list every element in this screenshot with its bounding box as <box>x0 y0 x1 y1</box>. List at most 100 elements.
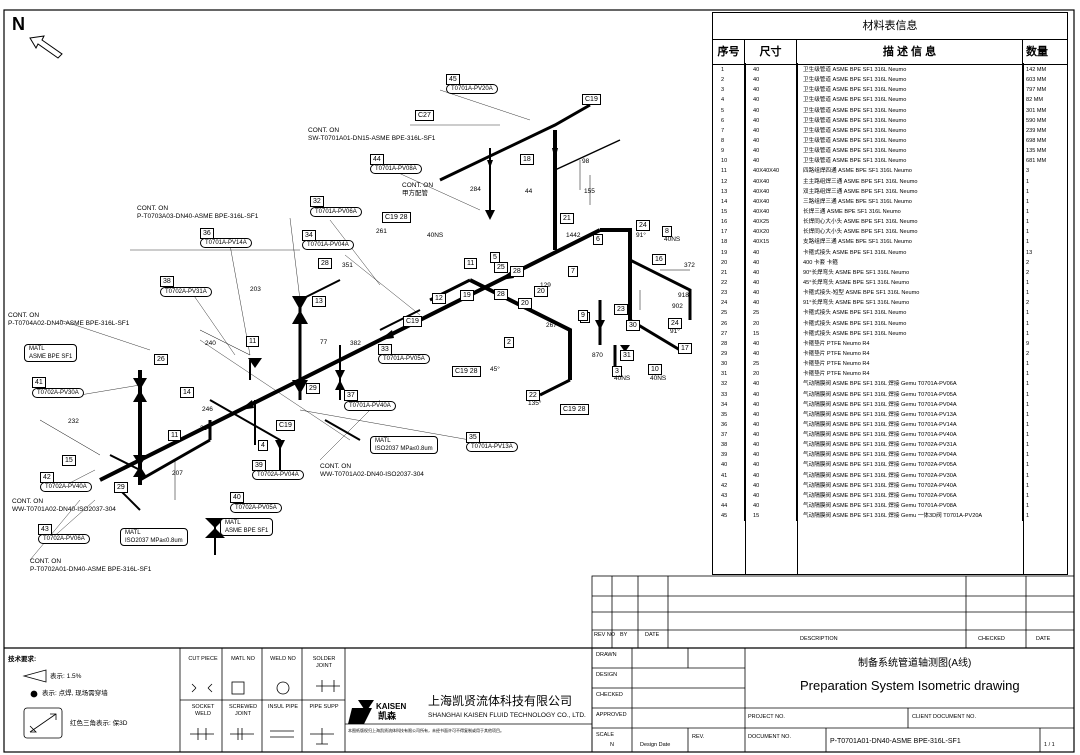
flow-arrows <box>240 148 558 410</box>
callout-23: 23 <box>614 304 628 315</box>
dim-261: 261 <box>376 228 387 235</box>
bom-cell-qty: 1 <box>1026 188 1030 195</box>
bom-cell-size: 40 <box>745 399 797 410</box>
callout-29-a: 29 <box>306 383 320 394</box>
callout-21: 21 <box>560 213 574 224</box>
bom-cell-size: 40 <box>745 156 797 167</box>
bom-cell-index: 31 <box>713 369 745 380</box>
bom-cell-qty: 1 <box>1026 513 1030 520</box>
bom-cell-size: 25 <box>745 308 797 319</box>
callout-13: 13 <box>312 296 326 307</box>
tb-scale-value: N <box>610 742 614 748</box>
callout-11-c: 11 <box>168 430 182 441</box>
bom-cell-index: 39 <box>713 450 745 461</box>
dim-267: 267 <box>546 322 557 329</box>
callout-28-a: 28 <box>510 266 524 277</box>
bom-cell-description: 卫生级管道 ASME BPE SF1 316L Neumo <box>797 105 1023 116</box>
callout-11-b: 11 <box>246 336 260 347</box>
tb-doc-no-label: DOCUMENT NO. <box>748 734 791 740</box>
tag-name-37: T0701A-PV40A <box>344 401 396 411</box>
dim-284: 284 <box>470 186 481 193</box>
tb-title-cn: 制备系统管道轴测图(A线) <box>858 658 972 669</box>
tb-design-date: Design Date <box>640 742 671 748</box>
bom-cell-qty: 1 <box>1026 229 1030 236</box>
bom-cell-description: 长焊同心大小头 ASME BPE SF1 316L Neumo <box>797 227 1023 238</box>
bom-cell-size: 40X40 <box>745 186 797 197</box>
north-label: N <box>12 14 25 34</box>
legend-item-2: 表示: 点焊, 现场需穿墙 <box>42 690 108 697</box>
sym-socket-weld: SOCKET WELD <box>191 704 215 717</box>
bom-cell-qty: 1 <box>1026 239 1030 246</box>
bom-cell-size: 40 <box>745 298 797 309</box>
bom-cell-description: 卡箍式接头 ASME BPE SF1 316L Neumo <box>797 247 1023 258</box>
bom-cell-size: 40 <box>745 65 797 76</box>
tb-scale: SCALE <box>596 732 615 738</box>
tag-name-39: T0702A-PV04A <box>252 470 304 480</box>
bom-cell-index: 29 <box>713 348 745 360</box>
bom-cell-index: 38 <box>713 440 745 451</box>
bom-cell-index: 45 <box>713 511 745 522</box>
bom-cell-qty: 1 <box>1026 330 1030 337</box>
callout-2: 2 <box>504 337 514 348</box>
callout-29-b: 29 <box>114 482 128 493</box>
bom-title: 材料表信息 <box>713 13 1067 40</box>
bom-cell-description: 卡箍垫片 PTFE Neumo R4 <box>797 338 1023 349</box>
bom-cell-size: 40 <box>745 470 797 481</box>
sym-pipe-supp: PIPE SUPP <box>309 704 339 710</box>
bom-cell-qty: 1 <box>1026 391 1030 398</box>
sym-insul-pipe: INSUL PIPE <box>267 704 299 710</box>
bom-cell-size: 40 <box>745 348 797 360</box>
bom-cell-description: 四路组焊四通 ASME BPE SF1 316L Neumo <box>797 166 1023 177</box>
callout-24-a: 24 <box>636 220 650 231</box>
bom-cell-qty: 1 <box>1026 432 1030 439</box>
callout-10: 10 <box>648 364 662 375</box>
bom-cell-description: 卡箍垫片 PTFE Neumo R4 <box>797 369 1023 380</box>
bom-cell-qty: 2 <box>1026 259 1030 266</box>
callout-9: 9 <box>578 310 588 321</box>
bom-cell-description: 气动隔膜阀 ASME BPE SF1 316L 焊接 Gemu T0702A-P… <box>797 470 1023 481</box>
bom-cell-description: 气动隔膜阀 ASME BPE SF1 316L 焊接 Gemu T0702A-P… <box>797 440 1023 451</box>
callout-28-b: 28 <box>318 258 332 269</box>
dim-40ns-c: 40NS <box>614 375 631 382</box>
callout-7: 7 <box>568 266 578 277</box>
bom-cell-size: 40X40X40 <box>745 166 797 177</box>
dim-45deg: 45° <box>490 366 500 373</box>
callout-c19-low: C19 <box>276 420 295 431</box>
bom-cell-index: 4 <box>713 95 745 106</box>
bom-cell-size: 40 <box>745 338 797 349</box>
bom-cell-index: 21 <box>713 267 745 278</box>
bom-cell-index: 23 <box>713 288 745 299</box>
tag-name-33: T0701A-PV05A <box>378 354 430 364</box>
callout-31: 31 <box>620 350 634 361</box>
tag-name-44: T0701A-PV08A <box>370 164 422 174</box>
bom-cell-qty: 2 <box>1026 300 1030 307</box>
bom-cell-index: 7 <box>713 125 745 136</box>
callout-c1928-b: C19 28 <box>452 366 481 377</box>
bom-cell-description: 卫生级管道 ASME BPE SF1 316L Neumo <box>797 135 1023 147</box>
bom-cell-index: 42 <box>713 480 745 491</box>
callout-14: 14 <box>180 387 194 398</box>
legend-item-3: 红色三角表示: 保3D <box>70 720 128 727</box>
bom-cell-description: 卡箍式接头 ASME BPE SF1 316L Neumo <box>797 328 1023 339</box>
bom-cell-index: 28 <box>713 338 745 349</box>
bom-cell-index: 19 <box>713 247 745 258</box>
bom-cell-size: 40 <box>745 480 797 491</box>
tb-rev-hdr: REV NO <box>594 632 616 638</box>
bom-cell-description: 卫生级管道 ASME BPE SF1 316L Neumo <box>797 75 1023 86</box>
